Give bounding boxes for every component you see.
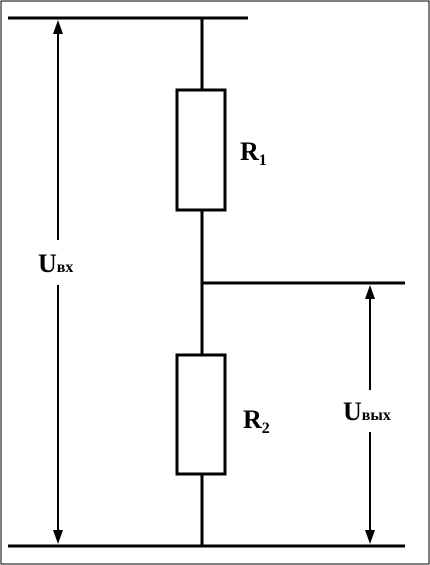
arrowhead-down-icon [53,530,63,544]
label-r1: R1 [240,137,267,169]
input-voltage-arrow [53,20,63,544]
output-voltage-arrow [365,285,375,544]
label-input-voltage: Uвх [38,249,73,278]
label-output-voltage: Uвых [343,397,391,426]
arrowhead-down-icon [365,530,375,544]
resistor-r1 [175,88,227,212]
resistor-r2 [175,353,227,476]
arrowhead-up-icon [365,285,375,299]
arrowhead-up-icon [53,20,63,34]
label-r2: R2 [243,405,270,437]
